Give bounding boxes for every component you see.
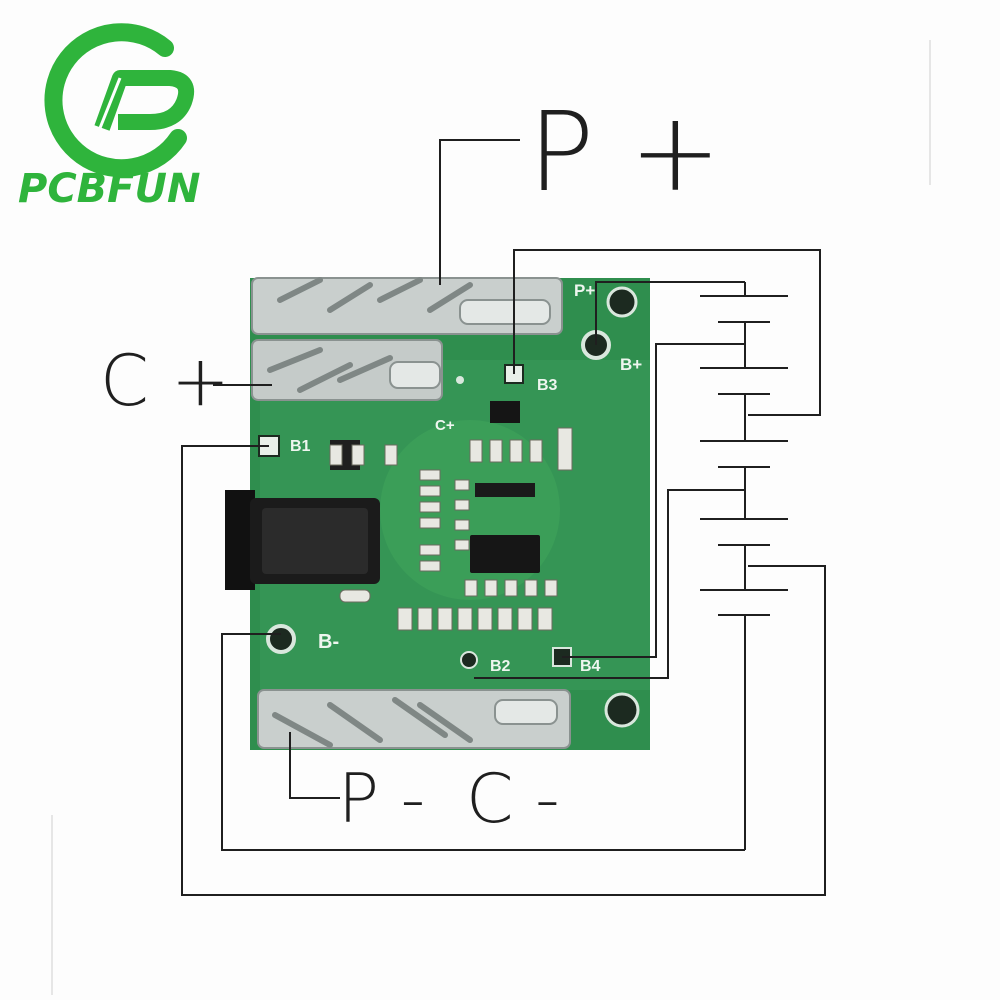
pcbfun-logo: PCBFUN [18,23,200,212]
wire-b3 [513,249,821,416]
annotation-p-minus: P - [338,760,425,839]
annotation-c-plus: C + [100,340,230,422]
silk-label-b-minus: B- [318,631,339,653]
dc-jack [225,490,380,590]
silk-label-b1: B1 [290,438,311,455]
smd-components [329,427,573,631]
silk-label-c-plus: C+ [435,417,455,434]
wire-b-minus [221,633,745,851]
silk-label-p-plus: P+ [574,281,595,300]
annotation-p-plus: P + [528,88,721,216]
silk-label-b3: B3 [537,377,558,394]
wire-b2 [474,489,745,679]
wire-b1 [181,445,826,896]
logo-mark-icon [44,23,195,178]
pcb-board: P+ B+ B3 B1 C+ B- B2 B4 [225,277,650,750]
bottom-terminal-strip [257,689,571,749]
wire-b-plus [595,281,745,345]
logo-text: PCBFUN [18,166,200,212]
wire-p-plus-leader [439,139,520,285]
silk-label-b2: B2 [490,658,511,675]
wire-p-minus-leader [289,732,340,799]
wire-b4 [562,343,745,658]
annotation-c-minus: C - [466,760,560,839]
battery-stack [700,282,788,850]
wires [181,139,826,896]
silk-label-b-plus: B+ [620,355,642,374]
silk-label-b4: B4 [580,658,601,675]
top-terminal-strip [251,277,563,401]
